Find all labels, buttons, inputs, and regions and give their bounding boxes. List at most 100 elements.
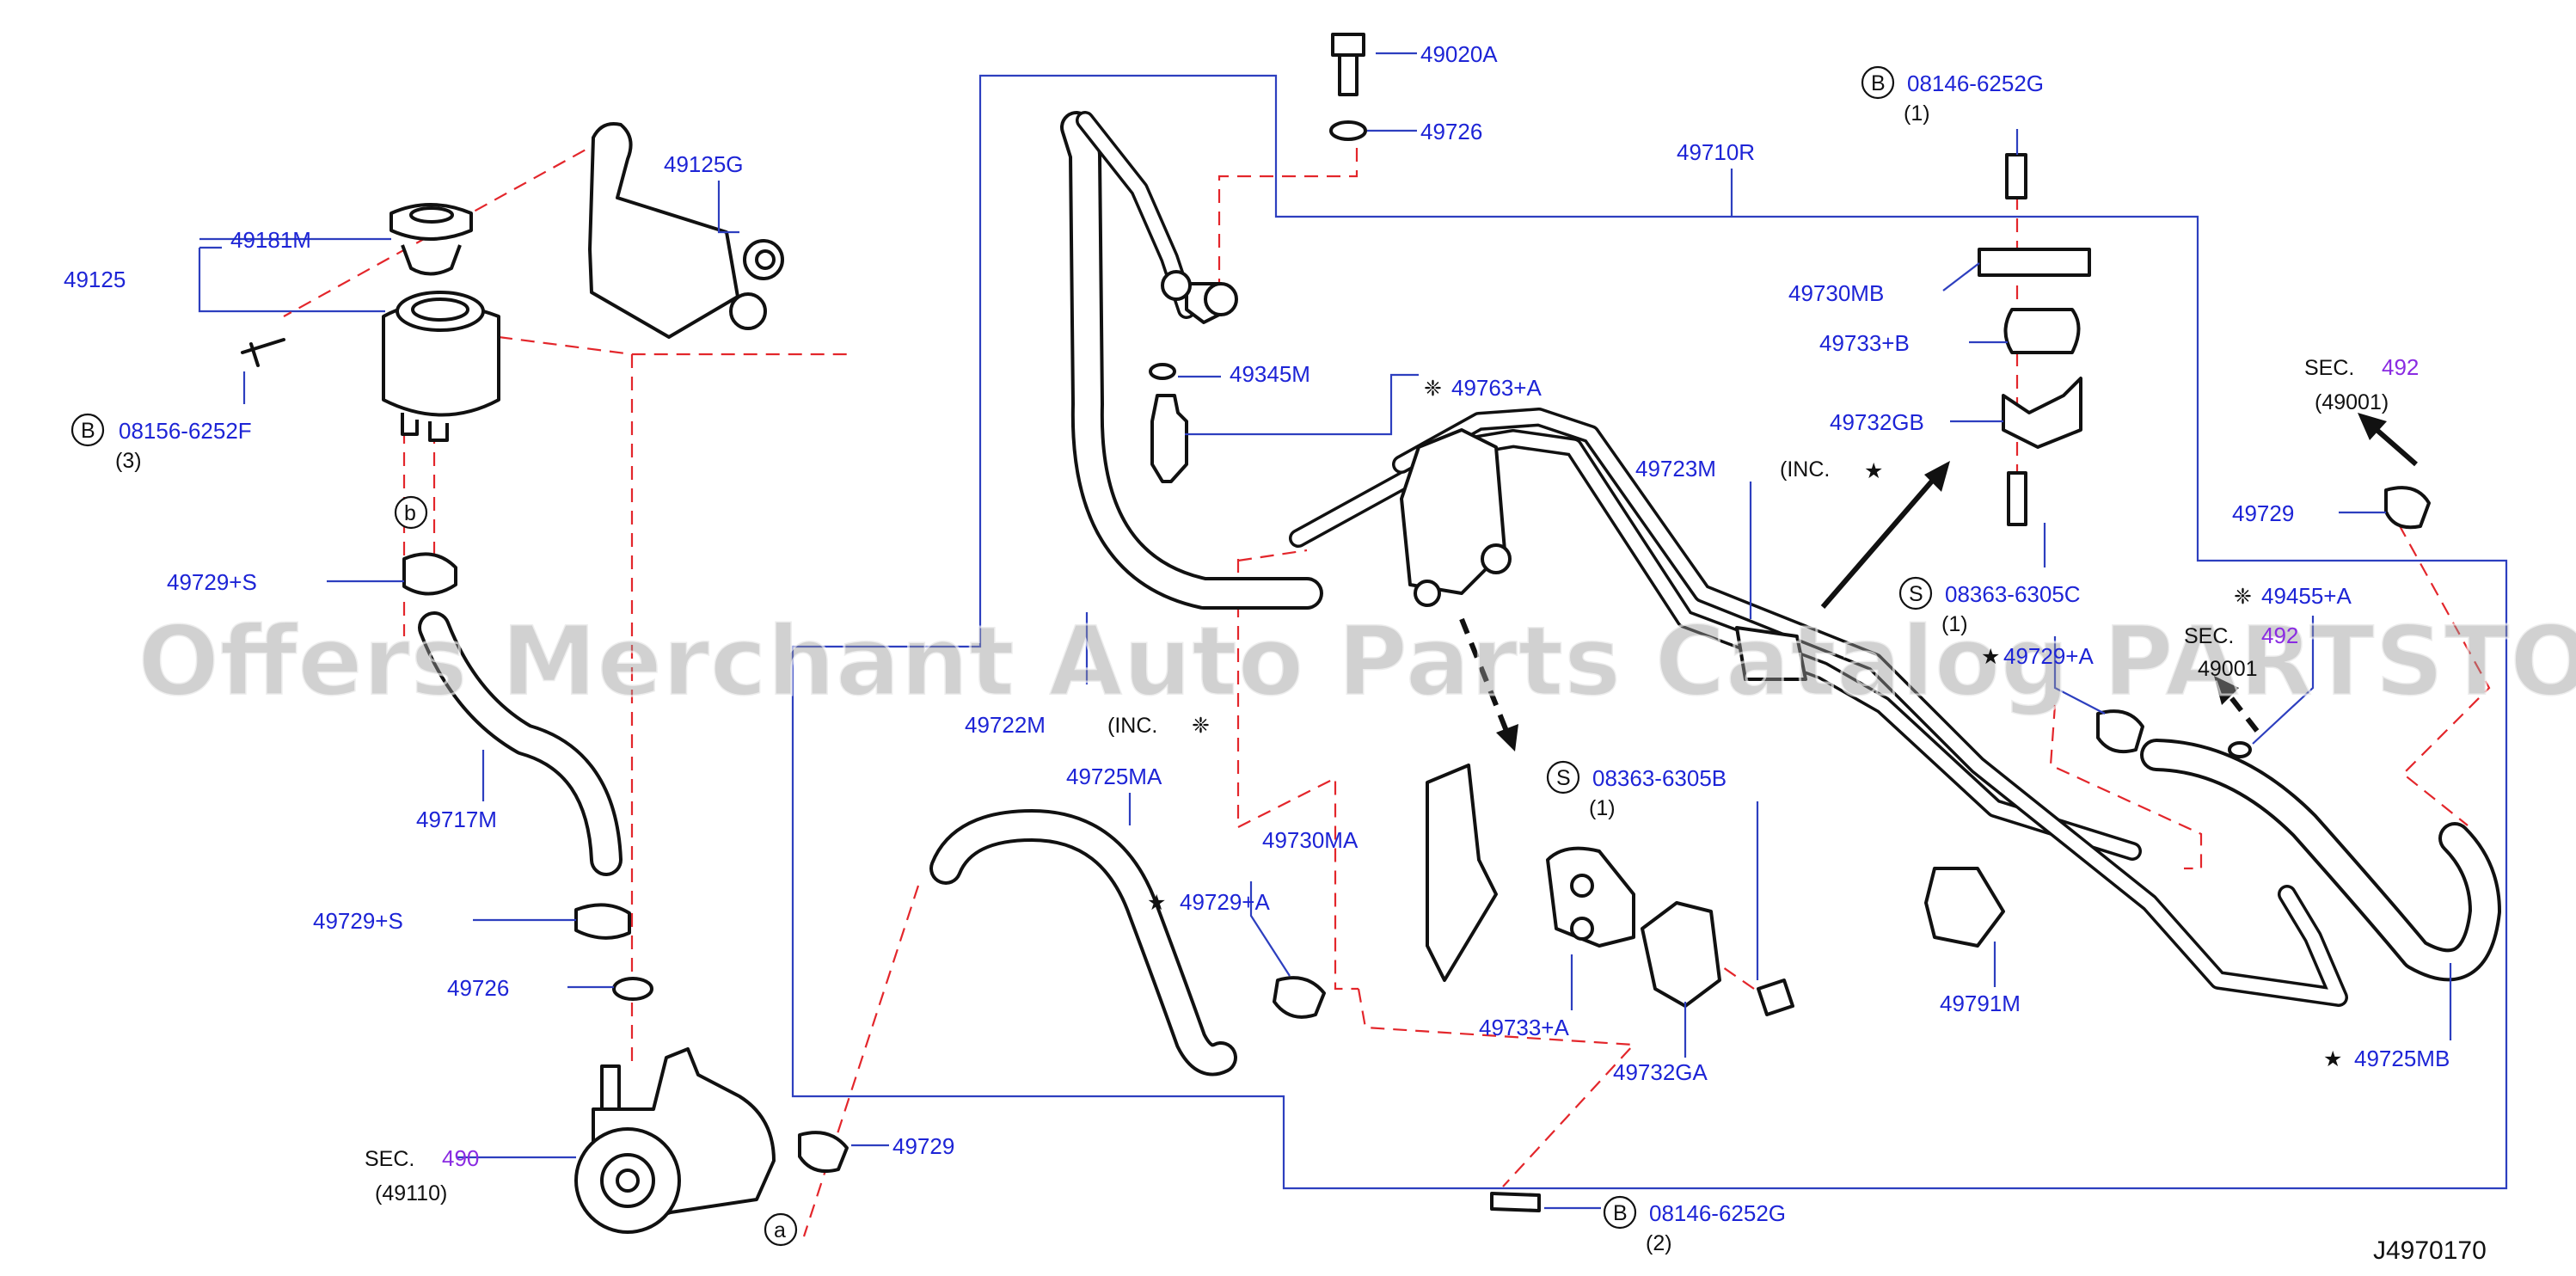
reservoir-bracket bbox=[588, 122, 739, 339]
pump-assembly bbox=[574, 1047, 776, 1234]
dash-reservoir-top bbox=[498, 335, 851, 356]
brackets-clamps bbox=[1426, 153, 2091, 1212]
label-49733B[interactable]: 49733+B bbox=[1819, 330, 1910, 356]
clamp-49733A bbox=[1546, 846, 1635, 948]
clamp-49729-bottom bbox=[798, 1131, 849, 1174]
group-frames bbox=[198, 74, 2508, 1190]
label-49725MA[interactable]: 49725MA bbox=[1066, 764, 1162, 789]
symbol-star-49729A-right: ★ bbox=[1981, 645, 2000, 669]
label-49455A[interactable]: 49455+A bbox=[2261, 583, 2352, 609]
pipe-clip-49733 bbox=[1735, 626, 1807, 681]
symbol-b-08156: B bbox=[81, 419, 95, 443]
label-49733A[interactable]: 49733+A bbox=[1479, 1015, 1569, 1040]
clamp-49791M bbox=[1924, 867, 2005, 948]
symbol-flower-49763A: ❈ bbox=[1424, 377, 1442, 401]
label-49729-right[interactable]: 49729 bbox=[2232, 500, 2294, 526]
label-49181M[interactable]: 49181M bbox=[230, 227, 311, 253]
clamp-49733A-hole-1 bbox=[1570, 874, 1594, 898]
frame-49710R bbox=[791, 74, 2508, 1190]
union-bolt-hole bbox=[1481, 543, 1512, 574]
reservoir-outlets bbox=[401, 413, 449, 442]
bolt-08156-6252F bbox=[241, 338, 285, 367]
label-49710R[interactable]: 49710R bbox=[1677, 139, 1755, 165]
label-49730MA[interactable]: 49730MA bbox=[1262, 827, 1359, 853]
label-49726-top[interactable]: 49726 bbox=[1420, 119, 1482, 144]
part-labels: 49020A 49726 49125G 49181M 49125 B 08156… bbox=[64, 41, 2487, 1265]
label-08146-6252G-bottom[interactable]: 08146-6252G bbox=[1649, 1200, 1786, 1226]
circle-b-08156 bbox=[71, 413, 105, 447]
label-08156-6252F[interactable]: 08156-6252F bbox=[119, 418, 252, 444]
dash-49730MA-top bbox=[1237, 549, 1308, 562]
union-block bbox=[1149, 33, 1512, 607]
qty-08146-top: (1) bbox=[1904, 101, 1930, 126]
clamp-49729A-right bbox=[2096, 709, 2144, 754]
clamp-49729S-bottom bbox=[574, 903, 631, 940]
label-49345M[interactable]: 49345M bbox=[1230, 361, 1310, 387]
oring-49455A bbox=[2228, 741, 2252, 758]
pipe-end-fitting bbox=[1204, 282, 1238, 316]
label-49717M[interactable]: 49717M bbox=[416, 807, 497, 832]
label-49722M[interactable]: 49722M bbox=[965, 712, 1046, 738]
bolt-08146-bottom bbox=[1490, 1192, 1541, 1212]
reservoir-assembly bbox=[241, 122, 784, 442]
arrow-to-sec492-b bbox=[2224, 690, 2260, 733]
label-49729S-bottom[interactable]: 49729+S bbox=[313, 908, 403, 934]
dash-washer-pipe bbox=[1217, 148, 1359, 311]
bolt-08363-6305C bbox=[2007, 471, 2027, 526]
inc-flower-symbol: ❈ bbox=[1192, 714, 1210, 738]
dash-lower-bracket bbox=[1357, 988, 1636, 1187]
label-49729A-right[interactable]: 49729+A bbox=[2003, 643, 2094, 669]
bolt-08146-top bbox=[2005, 153, 2027, 199]
label-49726-bottom[interactable]: 49726 bbox=[447, 975, 509, 1001]
label-49723M[interactable]: 49723M bbox=[1635, 456, 1716, 482]
hose-clamps bbox=[402, 486, 2431, 1174]
plate-49730MA bbox=[1426, 764, 1498, 982]
sec-prefix-490: SEC. bbox=[365, 1147, 414, 1171]
symbol-s-08363C: S bbox=[1909, 582, 1923, 606]
ref-b-label: b bbox=[404, 501, 416, 525]
reservoir-opening bbox=[411, 298, 469, 322]
sec-490[interactable]: 490 bbox=[442, 1145, 479, 1171]
label-49763A[interactable]: 49763+A bbox=[1451, 375, 1542, 401]
label-49020A[interactable]: 49020A bbox=[1420, 41, 1498, 67]
sec-prefix-492-b: SEC. bbox=[2184, 624, 2234, 648]
return-hoses bbox=[418, 111, 2501, 1077]
switch-49763A bbox=[1150, 394, 1188, 483]
label-08363-6305C[interactable]: 08363-6305C bbox=[1945, 581, 2081, 607]
leader-lines bbox=[225, 52, 2452, 1210]
union-fitting bbox=[1414, 580, 1441, 607]
sec-492-b[interactable]: 492 bbox=[2261, 623, 2298, 648]
label-49729S-top[interactable]: 49729+S bbox=[167, 569, 257, 595]
watermark: Offers Merchant Auto Parts Catalog PARTS… bbox=[138, 606, 2576, 718]
sec-492-sub: (49001) bbox=[2315, 390, 2389, 414]
label-08363-6305B[interactable]: 08363-6305B bbox=[1592, 765, 1727, 791]
label-49125[interactable]: 49125 bbox=[64, 267, 126, 292]
qty-08156: (3) bbox=[115, 449, 142, 473]
arrow-to-sec492 bbox=[2373, 426, 2418, 467]
label-49725MB[interactable]: 49725MB bbox=[2354, 1046, 2450, 1071]
inc-flower-text: (INC. bbox=[1107, 714, 1157, 738]
label-49729A-mid[interactable]: 49729+A bbox=[1180, 889, 1270, 915]
clamp-49729S-top bbox=[402, 552, 457, 596]
reservoir-cap-neck bbox=[401, 244, 462, 276]
sec-492[interactable]: 492 bbox=[2382, 354, 2419, 380]
circle-b-08146-top bbox=[1861, 65, 1895, 100]
cap-top-ring bbox=[409, 206, 454, 224]
clamp-49733B bbox=[2003, 308, 2081, 354]
dash-reservoir-hose-b bbox=[402, 430, 436, 557]
symbol-flower-49455A: ❈ bbox=[2234, 585, 2252, 609]
label-49729-bottom[interactable]: 49729 bbox=[892, 1133, 954, 1159]
arrow-to-lower-bracket bbox=[1459, 617, 1509, 733]
label-49730MB[interactable]: 49730MB bbox=[1788, 280, 1884, 306]
label-49791M[interactable]: 49791M bbox=[1940, 991, 2021, 1016]
pressure-pipes bbox=[1076, 111, 2348, 1007]
bracket-49125 bbox=[198, 248, 385, 313]
label-49125G[interactable]: 49125G bbox=[664, 151, 744, 177]
label-49732GB[interactable]: 49732GB bbox=[1830, 409, 1924, 435]
plate-49730MB bbox=[1978, 248, 2091, 277]
label-49732GA[interactable]: 49732GA bbox=[1613, 1059, 1708, 1085]
circle-s-08363B bbox=[1546, 760, 1580, 794]
label-08146-6252G-top[interactable]: 08146-6252G bbox=[1907, 71, 2044, 96]
ref-b-circle bbox=[394, 495, 428, 530]
qty-08363C: (1) bbox=[1941, 612, 1968, 636]
